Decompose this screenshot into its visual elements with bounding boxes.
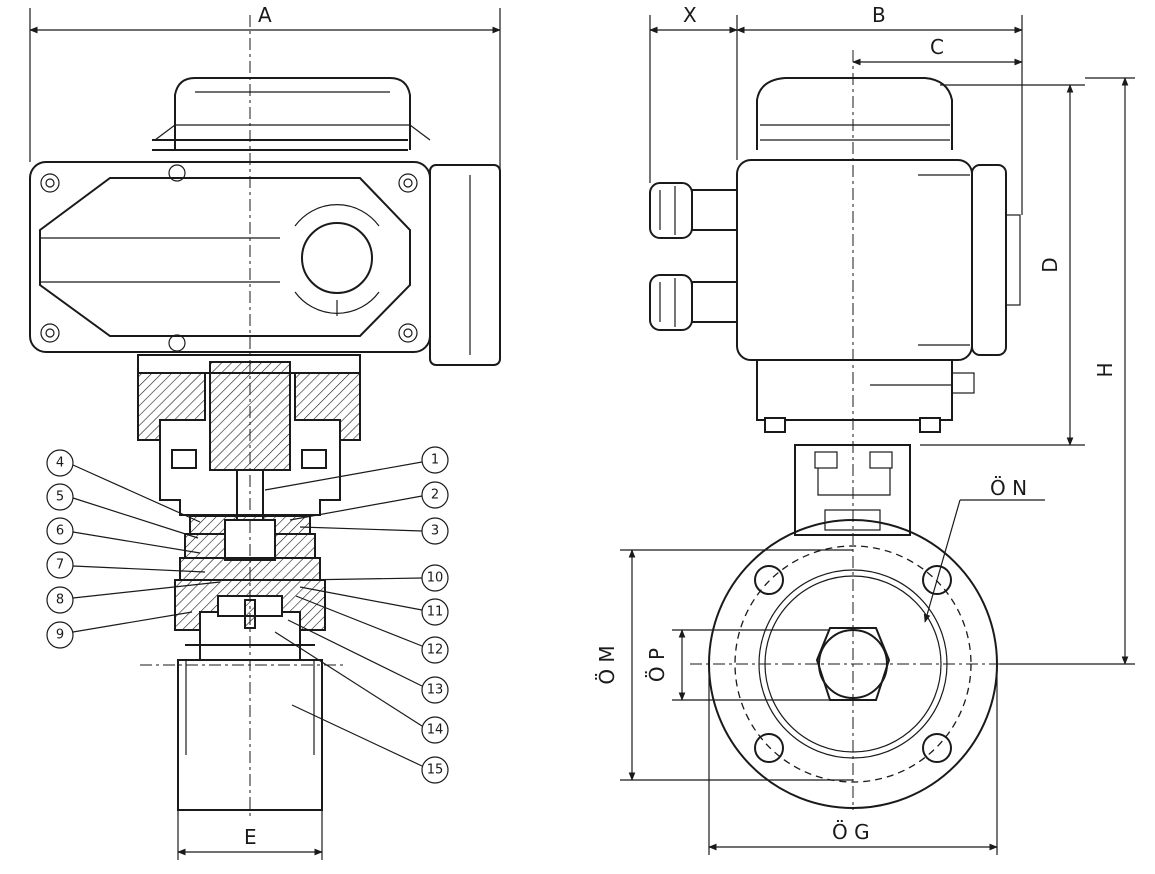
- dimension-m-label: Ö M: [595, 645, 619, 684]
- dimension-d-label: D: [1038, 257, 1062, 272]
- dimension-b: B: [736, 3, 1023, 215]
- side-view: [649, 50, 1021, 810]
- svg-text:6: 6: [56, 524, 64, 539]
- part-balloon: 2: [289, 481, 449, 521]
- bracket-right-section: [294, 372, 361, 441]
- svg-text:8: 8: [56, 593, 64, 608]
- dimension-h: H: [1000, 77, 1135, 665]
- svg-text:13: 13: [427, 683, 444, 698]
- svg-text:14: 14: [427, 723, 444, 738]
- side-actuator-cover: [756, 77, 953, 150]
- part-balloon: 6: [46, 517, 201, 554]
- part-balloon: 10: [299, 564, 449, 592]
- svg-text:3: 3: [431, 524, 439, 539]
- part-balloon: 1: [264, 446, 449, 491]
- front-section-view: [29, 15, 501, 820]
- dimension-c: C: [852, 35, 1023, 66]
- dimension-h-label: H: [1093, 362, 1117, 377]
- dimension-p-label: Ö P: [645, 648, 669, 682]
- part-balloon: 7: [46, 551, 206, 579]
- side-actuator-housing: [736, 159, 973, 361]
- part-balloon: 9: [46, 611, 193, 649]
- dimension-d: D: [920, 84, 1085, 446]
- svg-text:10: 10: [427, 571, 444, 586]
- part-balloon: 8: [46, 581, 221, 614]
- part-balloon: 11: [299, 586, 449, 626]
- actuator-cover: [174, 77, 411, 150]
- actuator-front-plate: [39, 177, 411, 337]
- part-balloon: 4: [46, 449, 201, 523]
- dimension-e-label: E: [244, 825, 257, 849]
- flange-bolt-hole-icons: [754, 565, 952, 763]
- part-balloon: 15: [291, 704, 449, 784]
- cable-gland-icons: [649, 182, 738, 331]
- svg-text:4: 4: [56, 456, 64, 471]
- dimension-x: X: [649, 3, 738, 183]
- svg-text:5: 5: [56, 490, 64, 505]
- dimension-m: Ö M: [595, 549, 853, 781]
- dimension-b-label: B: [872, 3, 886, 27]
- dimension-g-label: Ö G: [832, 820, 870, 844]
- svg-text:9: 9: [56, 628, 64, 643]
- svg-text:12: 12: [427, 643, 444, 658]
- dimension-c-label: C: [930, 35, 944, 59]
- svg-text:7: 7: [56, 558, 64, 573]
- housing-bolt-icons: [40, 164, 418, 352]
- dimension-n: Ö N: [923, 476, 1045, 623]
- dimension-n-label: Ö N: [990, 476, 1027, 500]
- svg-text:15: 15: [427, 763, 444, 778]
- svg-text:1: 1: [431, 453, 439, 468]
- dimension-a: A: [29, 3, 501, 170]
- actuator-housing: [29, 161, 431, 353]
- part-number-balloons: 4 5 6 7 8 9 1 2: [46, 446, 449, 784]
- bracket-left-section: [137, 372, 206, 441]
- dimension-x-label: X: [683, 3, 697, 27]
- part-balloon: 14: [274, 631, 449, 744]
- part-balloon: 13: [287, 619, 449, 704]
- manual-override-knob: [301, 222, 373, 294]
- svg-text:2: 2: [431, 488, 439, 503]
- svg-text:11: 11: [427, 605, 444, 620]
- dimension-e: E: [177, 810, 323, 860]
- part-balloon: 12: [295, 595, 449, 664]
- part-balloon: 5: [46, 483, 199, 539]
- part-balloon: 3: [299, 517, 449, 545]
- dimension-g: Ö G: [708, 664, 998, 855]
- dimension-a-label: A: [258, 3, 272, 27]
- dimension-p: Ö P: [645, 629, 830, 701]
